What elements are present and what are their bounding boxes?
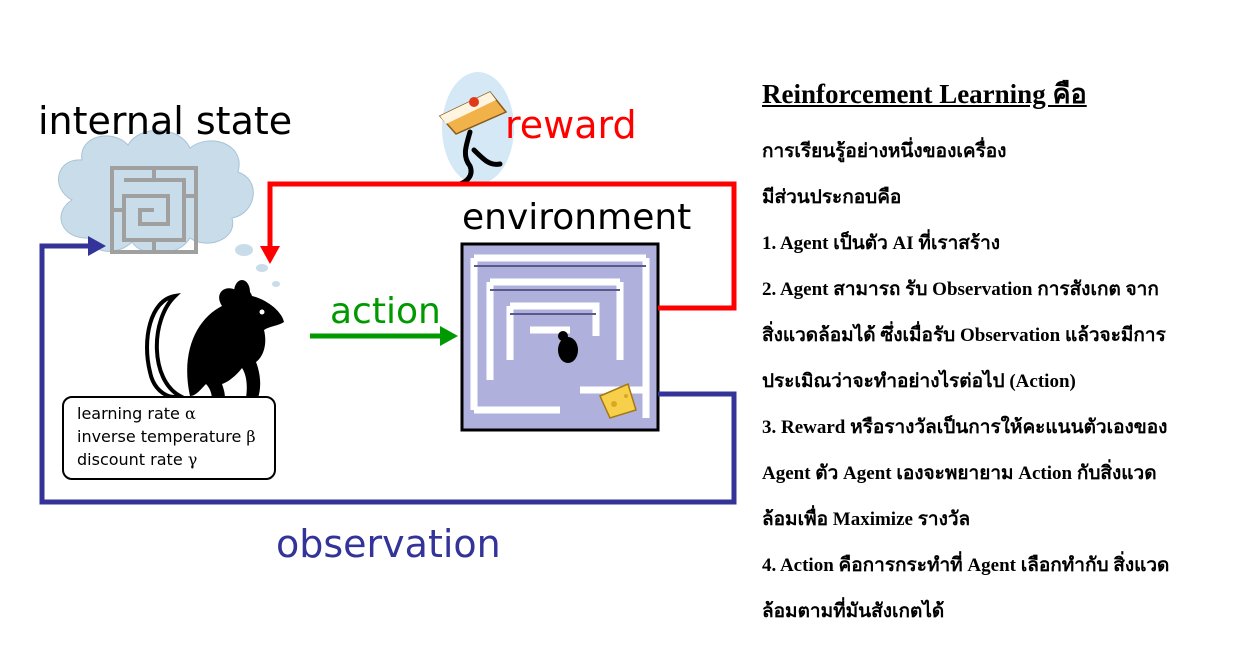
observation-arrow	[39, 243, 737, 505]
rl-diagram	[39, 72, 737, 505]
description-panel: Reinforcement Learning คือ การเรียนรู้อย…	[762, 72, 1232, 635]
param-discount-rate: discount rate γ	[77, 450, 198, 469]
action-arrowhead	[440, 326, 458, 346]
action-label: action	[330, 291, 441, 332]
panel-line: 4. Action คือการกระทำที่ Agent เลือกทำกั…	[762, 555, 1170, 576]
internal-state-label: internal state	[38, 99, 293, 143]
panel-line: ประเมิณว่าจะทำอย่างไรต่อไป (Action)	[762, 371, 1076, 392]
panel-line: Agent ตัว Agent เองจะพยายาม Action กับสิ…	[762, 463, 1157, 484]
panel-line: 2. Agent สามารถ รับ Observation การสังเก…	[762, 279, 1159, 300]
reward-arrow	[267, 181, 737, 311]
param-inverse-temperature: inverse temperature β	[77, 427, 256, 446]
cheese-icon	[599, 382, 637, 419]
environment-label: environment	[462, 197, 692, 238]
panel-title: Reinforcement Learning คือ	[762, 79, 1087, 109]
panel-line: 1. Agent เป็นตัว AI ที่เราสร้าง	[762, 233, 1001, 254]
mouse-icon	[145, 280, 284, 400]
maze-icon	[110, 166, 198, 254]
panel-line: 3. Reward หรือรางวัลเป็นการให้คะแนนตัวเอ…	[762, 417, 1168, 438]
observation-label: observation	[276, 522, 501, 566]
panel-line: ล้อมตามที่มันสังเกตได้	[762, 601, 945, 622]
agent-parameters-box: learning rate α inverse temperature β di…	[62, 396, 276, 480]
reward-label: reward	[505, 103, 637, 147]
param-learning-rate: learning rate α	[77, 404, 196, 423]
panel-line: ล้อมเพื่อ Maximize รางวัล	[762, 509, 971, 530]
panel-line: สิ่งแวดล้อมได้ ซึ่งเมื่อรับ Observation …	[762, 325, 1166, 346]
cake-icon	[438, 72, 514, 187]
panel-line: การเรียนรู้อย่างหนึ่งของเครื่อง	[762, 141, 1007, 162]
reward-arrowhead	[260, 246, 280, 264]
panel-line: มีส่วนประกอบคือ	[762, 187, 902, 208]
observation-arrowhead	[88, 236, 106, 256]
